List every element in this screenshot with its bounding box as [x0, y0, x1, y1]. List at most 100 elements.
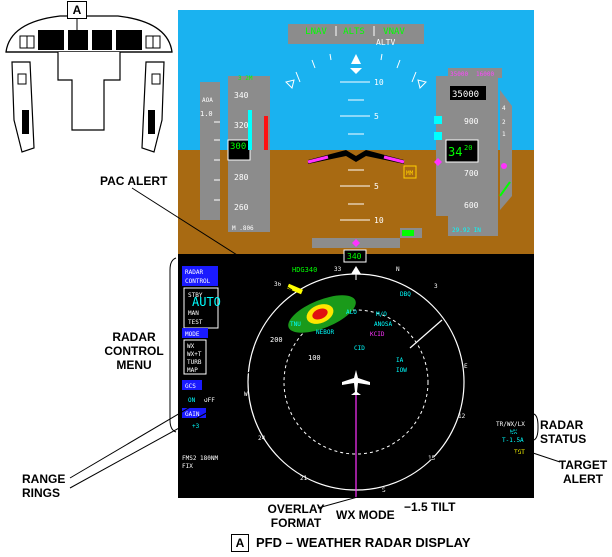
aoa-value: 1.0 [200, 110, 213, 118]
svg-text:30: 30 [274, 281, 282, 288]
menu-gcs-on: ON [188, 397, 196, 404]
menu-auto: AUTO [192, 295, 221, 309]
range-inner: 100 [308, 354, 321, 362]
svg-text:ANOSA: ANOSA [374, 321, 392, 328]
svg-text:TNU: TNU [290, 321, 301, 328]
callout-wx-mode: WX MODE [336, 508, 395, 522]
figure-caption: PFD – WEATHER RADAR DISPLAY [256, 535, 471, 550]
speed-340: 340 [234, 91, 249, 100]
menu-wx: WX [187, 343, 195, 350]
pfd-display: LNAV ALTS VNAV ALTV 10 5 5 10 MM AOA 1.0… [178, 10, 534, 498]
alt-current-fine: 20 [464, 144, 472, 152]
fma-1: LNAV [305, 27, 327, 37]
svg-text:KCID: KCID [370, 331, 385, 338]
svg-text:DBQ: DBQ [400, 291, 411, 298]
alt-700: 700 [464, 169, 479, 178]
alt-900: 900 [464, 117, 479, 126]
speed-current: 300 [230, 142, 246, 152]
roll-pointer [351, 54, 361, 64]
menu-mode: MODE [185, 331, 200, 338]
svg-text:4: 4 [502, 105, 506, 112]
callout-target-alert: TARGET ALERT [558, 458, 608, 486]
svg-text:N: N [396, 266, 400, 273]
menu-test: TEST [188, 319, 203, 326]
weather-cell [288, 295, 356, 333]
mm-indicator: MM [406, 170, 414, 177]
pitch-ladder [340, 81, 370, 221]
callout-overlay-format: OVERLAY FORMAT [267, 502, 325, 530]
callout-tilt: −1.5 TILT [404, 500, 456, 514]
speed-320: 320 [234, 121, 249, 130]
speed-260: 260 [234, 203, 249, 212]
fms-fix: FIX [182, 463, 193, 470]
menu-stby: STBY [188, 292, 203, 299]
menu-turb: TURB [187, 359, 202, 366]
svg-text:S: S [382, 487, 386, 494]
pitch-down-10: 10 [374, 216, 384, 225]
callout-range-rings: RANGE RINGS [22, 472, 66, 500]
fma-2: ALTS [343, 27, 365, 37]
alt-600: 600 [464, 201, 479, 210]
pitch-up-10: 10 [374, 78, 384, 87]
svg-text:3: 3 [434, 283, 438, 290]
baro-setting: 29.92 IN [452, 227, 481, 234]
cockpit-locator-sketch [5, 15, 173, 153]
radar-control-menu: RADAR CONTROL STBY AUTO MAN TEST MODE WX… [182, 266, 221, 430]
aoa-tape [200, 82, 220, 220]
svg-text:1: 1 [502, 131, 506, 138]
fma-bar [288, 24, 424, 44]
menu-gcs: GCS [185, 383, 196, 390]
svg-text:12: 12 [458, 413, 466, 420]
fms-range: FMS2 180NM [182, 455, 219, 462]
callout-radar-status: RADAR STATUS [540, 418, 587, 446]
heading-box [343, 249, 367, 263]
svg-text:E: E [464, 363, 468, 370]
alt-sel: 35000 [450, 71, 468, 78]
callout-radar-control-menu: RADAR CONTROL MENU [104, 330, 164, 372]
svg-text:2: 2 [502, 119, 506, 126]
caption-label-box: A [231, 534, 249, 552]
svg-text:IA: IA [396, 357, 404, 364]
pitch-up-5: 5 [374, 112, 379, 121]
vs-scale [500, 90, 512, 210]
svg-text:IOW: IOW [396, 367, 407, 374]
menu-map: MAP [187, 367, 198, 374]
callout-pac-alert: PAC ALERT [100, 174, 168, 188]
mach: M .806 [232, 225, 254, 232]
svg-text:24: 24 [258, 435, 266, 442]
locator-label: A [72, 3, 82, 17]
own-aircraft-icon [342, 370, 370, 395]
menu-man: MAN [188, 310, 199, 317]
heading: 340 [347, 252, 362, 261]
menu-control: CONTROL [185, 278, 211, 285]
alt-current: 34 [448, 145, 462, 159]
svg-text:ALO: ALO [346, 309, 357, 316]
radar-status-3: T-1.5A [502, 437, 524, 444]
menu-gcs-off: OFF [204, 397, 215, 404]
menu-gain: GAIN [185, 411, 200, 418]
svg-text:33: 33 [334, 266, 342, 273]
speed-top: 3 2M [238, 75, 253, 82]
svg-text:M/O: M/O [376, 311, 387, 318]
svg-text:W: W [244, 391, 248, 398]
altv-label: ALTV [376, 38, 395, 47]
alt-sel2: 16000 [476, 71, 494, 78]
menu-radar: RADAR [185, 269, 203, 276]
alt-readout [445, 139, 479, 163]
range-outer: 200 [270, 336, 283, 344]
waypoints: ALO DBQ TNU ANOSA M/O NEBOR KCID CID IA … [290, 291, 411, 374]
menu-gain-value: +3 [192, 423, 200, 430]
menu-wxt: WX+T [187, 351, 202, 358]
fma-3: VNAV [383, 27, 405, 37]
alt-35000: 35000 [452, 90, 479, 100]
pitch-down-5: 5 [374, 182, 379, 191]
svg-text:CID: CID [354, 345, 365, 352]
mode-group[interactable] [183, 339, 207, 375]
aircraft-symbol-pfd [307, 150, 405, 164]
caption-label: A [235, 536, 245, 550]
aoa-label: AOA [202, 97, 213, 104]
speed-280: 280 [234, 173, 249, 182]
compass-rose [247, 266, 465, 498]
locator-label-box: A [67, 1, 87, 19]
